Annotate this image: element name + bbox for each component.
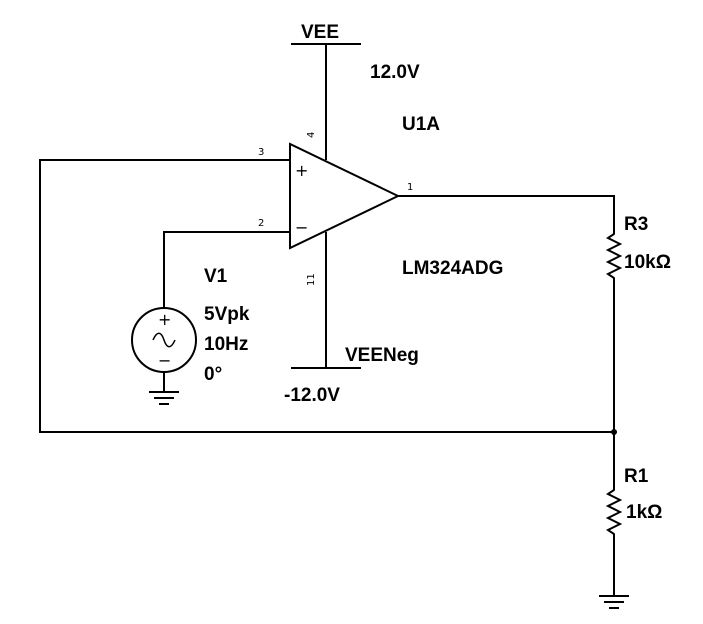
veeneg-label: VEENeg [345, 345, 419, 366]
opamp-minus-sign: − [295, 218, 308, 237]
resistor-r1-symbol[interactable] [605, 464, 623, 596]
vee-voltage-label: 12.0V [370, 62, 420, 83]
source-frequency-label: 10Hz [204, 334, 248, 355]
pin-1-label: 1 [407, 182, 413, 193]
opamp-part-label: LM324ADG [402, 258, 503, 279]
ground-icon [149, 391, 179, 405]
r3-value-label: 10kΩ [624, 252, 671, 273]
source-minus-sign: − [158, 351, 171, 370]
opamp-triangle[interactable] [289, 142, 401, 250]
source-phase-label: 0° [204, 364, 222, 385]
vee-label: VEE [301, 22, 339, 43]
source-ref-label: V1 [204, 266, 228, 287]
r1-value-label: 1kΩ [626, 502, 662, 523]
ground-icon [599, 595, 629, 609]
output-wire[interactable] [398, 195, 615, 226]
source-plus-sign: + [158, 310, 171, 329]
noninv-input-wire[interactable] [39, 159, 614, 433]
junction-dot [611, 429, 617, 435]
pin-11-label: 11 [306, 273, 317, 286]
source-amplitude-label: 5Vpk [204, 304, 250, 325]
opamp-plus-sign: + [295, 161, 308, 180]
sine-wave-icon [152, 332, 176, 348]
opamp-ref-label: U1A [402, 114, 440, 135]
pin-3-label: 3 [258, 147, 264, 158]
r1-ref-label: R1 [624, 466, 649, 487]
pin-2-label: 2 [258, 218, 264, 229]
inv-input-wire[interactable] [163, 231, 290, 308]
pin-4-label: 4 [306, 132, 317, 138]
r3-ref-label: R3 [624, 214, 648, 235]
resistor-r3-symbol[interactable] [605, 226, 623, 288]
veeneg-voltage-label: -12.0V [284, 385, 340, 406]
